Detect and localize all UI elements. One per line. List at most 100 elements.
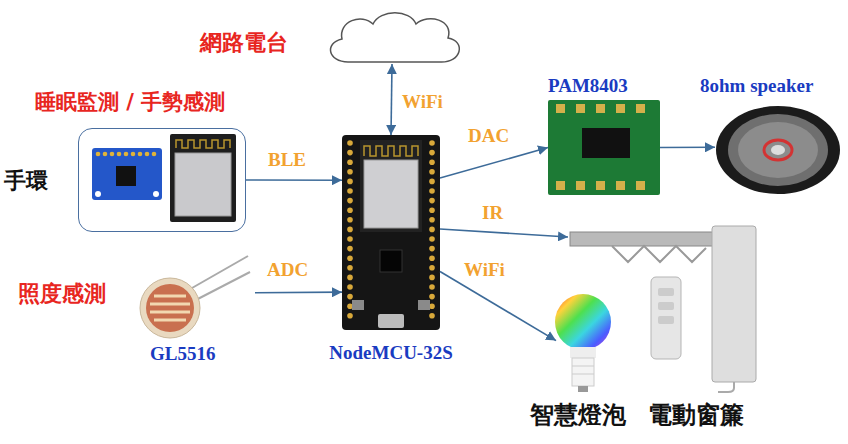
pin-row-part (145, 152, 150, 157)
node-sublabel: 手環 (4, 168, 48, 193)
pin-row-part (117, 152, 122, 157)
pin-row (96, 152, 157, 157)
wristband-outline (78, 128, 246, 232)
solder-pads-part (556, 181, 565, 190)
pin-header-part (429, 207, 435, 213)
esp-module-part (175, 153, 231, 216)
pin-header-part (347, 246, 353, 252)
solder-pads-part (616, 181, 625, 190)
pin-header-part (429, 188, 435, 194)
speaker-part (728, 114, 828, 186)
pin-header (347, 140, 435, 318)
pin-header-part (347, 198, 353, 204)
pin-header-part (347, 188, 353, 194)
device-area (715, 105, 845, 195)
esp-module-part (176, 140, 230, 148)
device-area (548, 100, 660, 195)
cloud-path (331, 13, 460, 62)
solder-pads-part (596, 181, 605, 190)
interface-label: DAC (466, 126, 511, 147)
pin-header-part (429, 140, 435, 146)
pin-header-part (429, 246, 435, 252)
pin-header-part (429, 275, 435, 281)
speaker-part (764, 140, 792, 160)
curtain-motor-part (658, 288, 674, 296)
pin-header-part (347, 275, 353, 281)
pin-header-part (429, 150, 435, 156)
nodemcu-board-part (380, 250, 402, 272)
device-node: 睡眠監測 / 手勢感測手環 (0, 88, 270, 238)
signal-arrow (391, 64, 392, 135)
pin-header-part (347, 227, 353, 233)
solder-pads-part (616, 104, 625, 113)
pin-header-part (429, 265, 435, 271)
photoresistor (140, 256, 250, 338)
amplifier-board-part (582, 128, 630, 158)
pin-header-part (429, 179, 435, 185)
solder-pads-part (636, 181, 645, 190)
interface-label: WiFi (462, 260, 507, 281)
nodemcu-board (342, 135, 440, 330)
pin-header-part (429, 217, 435, 223)
device-node: NodeMCU-32S (310, 130, 480, 380)
amplifier-board (548, 100, 660, 195)
signal-arrow (255, 291, 342, 293)
pin-header-part (347, 236, 353, 242)
signal-arrow (440, 148, 548, 179)
node-label: PAM8403 (548, 75, 628, 97)
solder-pads-part (636, 104, 645, 113)
solder-pads-part (596, 104, 605, 113)
nodemcu-board-part (352, 300, 364, 310)
pin-header-part (347, 179, 353, 185)
smart-bulb-part (572, 366, 594, 374)
mpu6050-board-part (92, 148, 162, 200)
speaker-part (738, 122, 818, 178)
pin-row-part (138, 152, 143, 157)
signal-arrow (246, 179, 342, 181)
nodemcu-board-part (364, 146, 418, 156)
pin-header-part (347, 217, 353, 223)
pin-header-part (347, 159, 353, 165)
pin-header-part (347, 207, 353, 213)
mpu6050-board-part (95, 191, 101, 197)
device-node: 8ohm speaker (695, 75, 848, 200)
pin-row-part (152, 152, 157, 157)
curtain-motor-part (651, 277, 681, 359)
interface-label: BLE (266, 150, 308, 171)
photoresistor-part (150, 296, 190, 320)
pin-header-part (347, 294, 353, 300)
curtain-motor-part (658, 316, 674, 324)
node-label: 智慧燈泡 (530, 402, 626, 430)
curtain-motor-part (712, 226, 756, 382)
node-label: 8ohm speaker (700, 75, 813, 97)
device-area (556, 292, 613, 400)
nodemcu-board-part (418, 300, 430, 310)
nodemcu-board-part (378, 314, 404, 328)
interface-label: WiFi (400, 92, 445, 113)
mpu6050-board-part (116, 166, 136, 186)
device-area (342, 135, 440, 330)
pin-header-part (429, 313, 435, 319)
photoresistor-part (192, 272, 250, 302)
curtain-motor-part (658, 302, 674, 310)
pin-header-part (347, 150, 353, 156)
pin-header-part (347, 169, 353, 175)
mpu6050-board-part (153, 191, 159, 197)
node-label: 網路電台 (200, 30, 288, 55)
solder-pads-part (576, 104, 585, 113)
node-sublabel: GL5516 (150, 343, 215, 365)
amplifier-board-part (548, 100, 660, 195)
mpu6050-board (92, 148, 162, 200)
esp-module (170, 134, 236, 222)
pin-row-part (110, 152, 115, 157)
pin-row-part (131, 152, 136, 157)
signal-arrow (440, 272, 556, 341)
device-node: PAM8403 (540, 75, 670, 200)
device-node: 照度感測GL5516 (10, 245, 255, 375)
nodemcu-board-part (364, 160, 418, 228)
curtain-motor-part (570, 232, 714, 246)
smart-bulb-part (578, 386, 588, 392)
